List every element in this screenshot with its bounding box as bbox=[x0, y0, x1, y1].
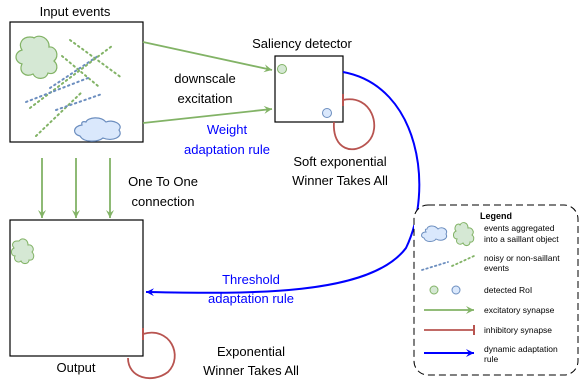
legend-object-line2: into a saillant object bbox=[484, 234, 559, 244]
roi-blue-dot bbox=[322, 108, 332, 118]
excitatory-arrow-upper bbox=[142, 41, 273, 73]
salient-object-shape bbox=[15, 35, 58, 79]
roi-green-dot bbox=[277, 64, 287, 74]
blue-cloud-shape bbox=[74, 117, 121, 142]
legend-title: Legend bbox=[480, 211, 512, 221]
exp-wta-inhibitory-loop bbox=[127, 331, 176, 380]
one-to-one-label-line2: connection bbox=[132, 194, 195, 209]
downscale-label-line2: excitation bbox=[178, 91, 233, 106]
legend-object-line1: events aggregated bbox=[484, 223, 555, 233]
exp-wta-label-line1: Exponential bbox=[217, 344, 285, 359]
soft-wta-label-line1: Soft exponential bbox=[293, 154, 386, 169]
output-salient-object bbox=[11, 238, 35, 264]
noisy-events bbox=[25, 39, 123, 137]
threshold-adaptation-label-line2: adaptation rule bbox=[208, 291, 294, 306]
saliency-detector-label: Saliency detector bbox=[252, 36, 352, 51]
legend-frame bbox=[413, 204, 579, 376]
exp-wta-label-line2: Winner Takes All bbox=[203, 363, 299, 378]
legend-dynamic-line2: rule bbox=[484, 354, 498, 364]
soft-wta-inhibitory-loop bbox=[333, 98, 376, 151]
one-to-one-label-line1: One To One bbox=[128, 174, 198, 189]
weight-adaptation-label-line1: Weight bbox=[207, 122, 248, 137]
input-events-label: Input events bbox=[40, 4, 111, 19]
legend-green-blob-icon bbox=[453, 222, 475, 246]
legend-roi-text: detected RoI bbox=[484, 285, 532, 295]
saliency-detector-box bbox=[274, 55, 344, 123]
legend-noise-icon bbox=[421, 255, 475, 271]
legend-noise-line1: noisy or non-saillant bbox=[484, 253, 560, 263]
legend-roi-blue-icon bbox=[451, 285, 461, 295]
threshold-adaptation-label-line1: Threshold bbox=[222, 272, 280, 287]
legend-noise-line2: events bbox=[484, 263, 509, 273]
legend-dynamic-line1: dynamic adaptation bbox=[484, 344, 558, 354]
legend-excitatory-text: excitatory synapse bbox=[484, 305, 555, 315]
legend-roi-green-icon bbox=[429, 285, 439, 295]
soft-wta-label-line2: Winner Takes All bbox=[292, 173, 388, 188]
output-box bbox=[9, 219, 144, 357]
downscale-label-line1: downscale bbox=[174, 71, 235, 86]
legend-cloud-icon bbox=[421, 225, 448, 242]
legend: Legend events aggregated into a saillant… bbox=[413, 204, 579, 376]
threshold-adaptation-arrow bbox=[145, 71, 421, 297]
legend-inhibitory-text: inhibitory synapse bbox=[484, 325, 552, 335]
output-label: Output bbox=[56, 360, 95, 375]
weight-adaptation-label-line2: adaptation rule bbox=[184, 142, 270, 157]
excitatory-arrow-lower bbox=[142, 105, 273, 124]
